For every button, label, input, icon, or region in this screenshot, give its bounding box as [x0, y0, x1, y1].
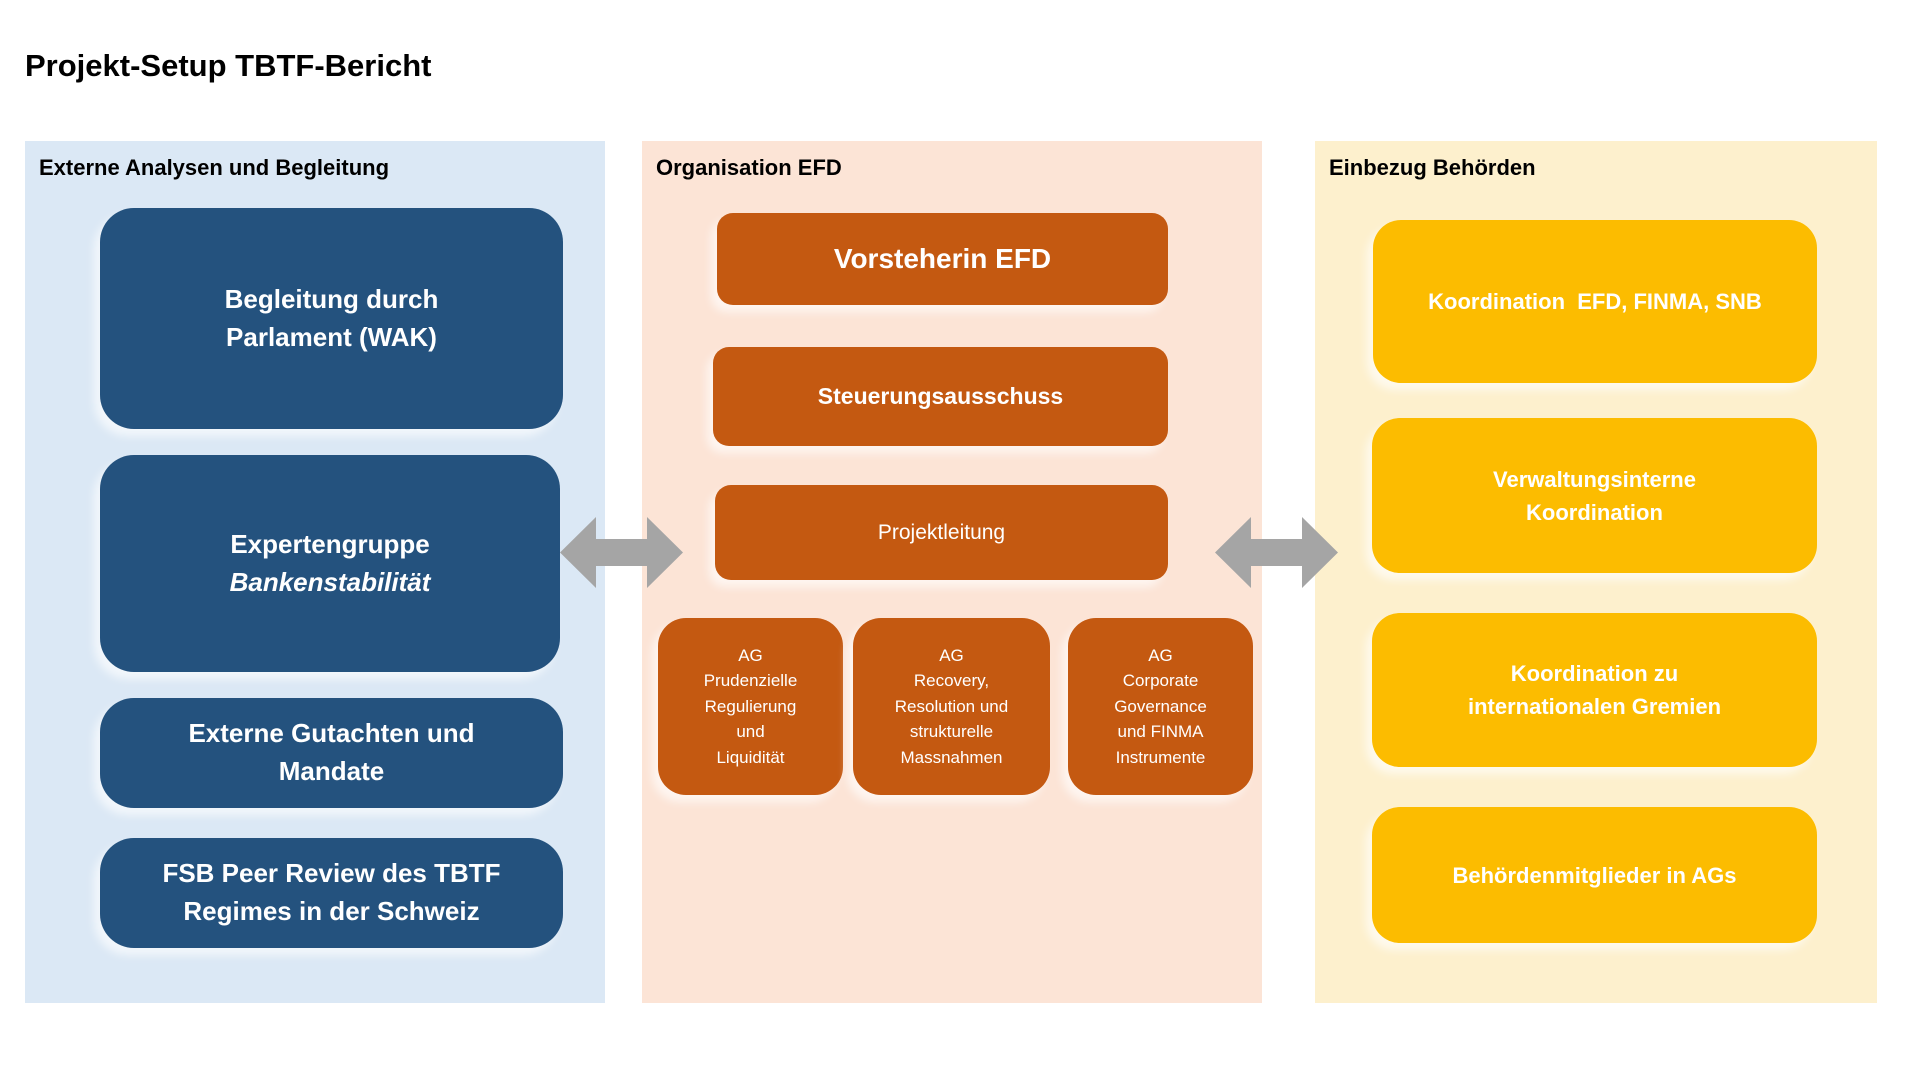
panel-heading-externe-analysen: Externe Analysen und Begleitung — [39, 155, 390, 180]
box-ag-prudenzielle-regulierung: AG Prudenzielle Regulierung und Liquidit… — [658, 618, 843, 795]
box-ag-recovery-resolution: AG Recovery, Resolution und strukturelle… — [853, 618, 1050, 795]
box-begleitung-parlament: Begleitung durch Parlament (WAK) — [100, 208, 563, 429]
double-arrow-icon — [1215, 517, 1338, 588]
box-koordination-internationale-gremien: Koordination zu internationalen Gremien — [1372, 613, 1817, 767]
box-steuerungsausschuss: Steuerungsausschuss — [713, 347, 1168, 446]
panel-heading-organisation-efd: Organisation EFD — [656, 155, 842, 180]
box-fsb-peer-review: FSB Peer Review des TBTF Regimes in der … — [100, 838, 563, 948]
box-ag-corporate-governance: AG Corporate Governance und FINMA Instru… — [1068, 618, 1253, 795]
box-projektleitung: Projektleitung — [715, 485, 1168, 580]
box-expertengruppe-line1: Expertengruppe — [230, 528, 430, 559]
double-arrow-icon — [560, 517, 683, 588]
box-koordination-efd-finma-snb: Koordination EFD, FINMA, SNB — [1373, 220, 1817, 383]
box-expertengruppe-line2: Bankenstabilität — [229, 566, 431, 597]
box-expertengruppe: Expertengruppe Bankenstabilität — [100, 455, 560, 672]
panel-organisation-efd: Organisation EFD Vorsteherin EFD Steueru… — [642, 141, 1262, 1003]
box-behoerdenmitglieder-ags: Behördenmitglieder in AGs — [1372, 807, 1817, 943]
slide-title: Projekt-Setup TBTF-Bericht — [25, 48, 432, 83]
arrow-left-middle — [560, 517, 683, 588]
panel-einbezug-behoerden: Einbezug Behörden Koordination EFD, FINM… — [1315, 141, 1877, 1003]
arrow-middle-right — [1215, 517, 1338, 588]
box-vorsteherin-efd: Vorsteherin EFD — [717, 213, 1168, 305]
panel-externe-analysen: Externe Analysen und Begleitung Begleitu… — [25, 141, 605, 1003]
box-externe-gutachten: Externe Gutachten und Mandate — [100, 698, 563, 808]
panel-heading-einbezug-behoerden: Einbezug Behörden — [1329, 155, 1536, 180]
box-verwaltungsinterne-koordination: Verwaltungsinterne Koordination — [1372, 418, 1817, 573]
